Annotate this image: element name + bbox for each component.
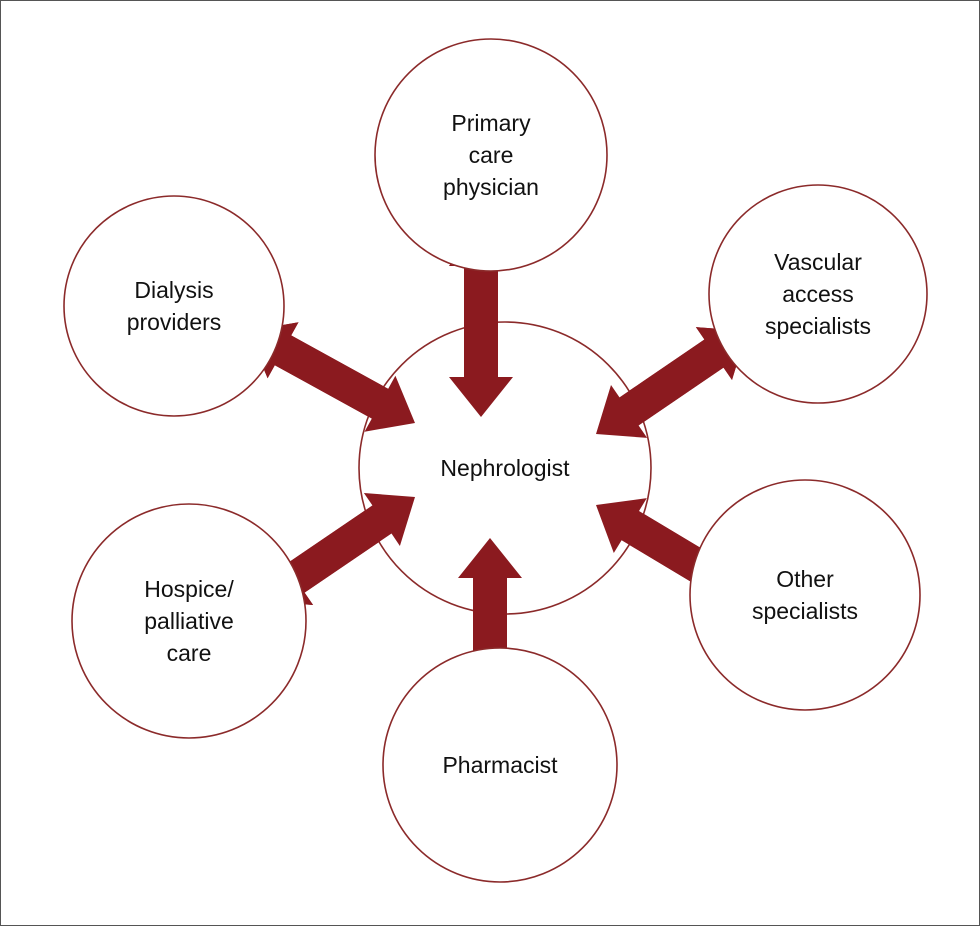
node-label-hospice-palliative-care-line-1: Hospice/ xyxy=(144,576,234,602)
node-label-dialysis-providers-line-1: Dialysis xyxy=(134,277,213,303)
node-label-vascular-access-specialists: Vascular access specialists xyxy=(765,249,871,339)
node-label-vascular-access-specialists-line-3: specialists xyxy=(765,313,871,339)
node-label-pharmacist: Pharmacist xyxy=(442,752,558,778)
node-circle-vascular-access-specialists xyxy=(708,184,928,404)
node-label-other-specialists-line-2: specialists xyxy=(752,598,858,624)
node-label-other-specialists: Other specialists xyxy=(752,566,858,624)
node-label-hospice-palliative-care-line-3: care xyxy=(167,640,212,666)
arrow-overlay-dialysis-providers xyxy=(248,322,415,432)
arrow-overlay-hospice-palliative-care xyxy=(262,493,415,605)
node-label-vascular-access-specialists-line-2: access xyxy=(782,281,854,307)
node-circle-other-specialists xyxy=(689,479,921,711)
center-label: Nephrologist xyxy=(440,455,570,481)
node-label-pharmacist-line-1: Pharmacist xyxy=(442,752,558,778)
node-label-primary-care-physician: Primary care physician xyxy=(443,110,539,200)
node-label-primary-care-physician-line-2: care xyxy=(469,142,514,168)
node-label-hospice-palliative-care: Hospice/palliative care xyxy=(144,576,234,666)
node-label-hospice-palliative-care-line-2: palliative xyxy=(144,608,234,634)
node-label-dialysis-providers-line-2: providers xyxy=(127,309,222,335)
node-label-dialysis-providers: Dialysis providers xyxy=(127,277,222,335)
node-label-primary-care-physician-line-3: physician xyxy=(443,174,539,200)
center-label-line-1: Nephrologist xyxy=(440,455,570,481)
node-label-vascular-access-specialists-line-1: Vascular xyxy=(774,249,862,275)
node-label-other-specialists-line-1: Other xyxy=(776,566,834,592)
node-circle-pharmacist xyxy=(382,647,618,883)
node-circle-primary-care-physician xyxy=(374,38,608,272)
arrow-overlay-primary-care-physician xyxy=(449,226,513,417)
arrow-overlay-vascular-access-specialists xyxy=(596,327,747,438)
node-circle-dialysis-providers xyxy=(63,195,285,417)
node-circle-hospice-palliative-care xyxy=(71,503,307,739)
node-label-primary-care-physician-line-1: Primary xyxy=(451,110,531,136)
